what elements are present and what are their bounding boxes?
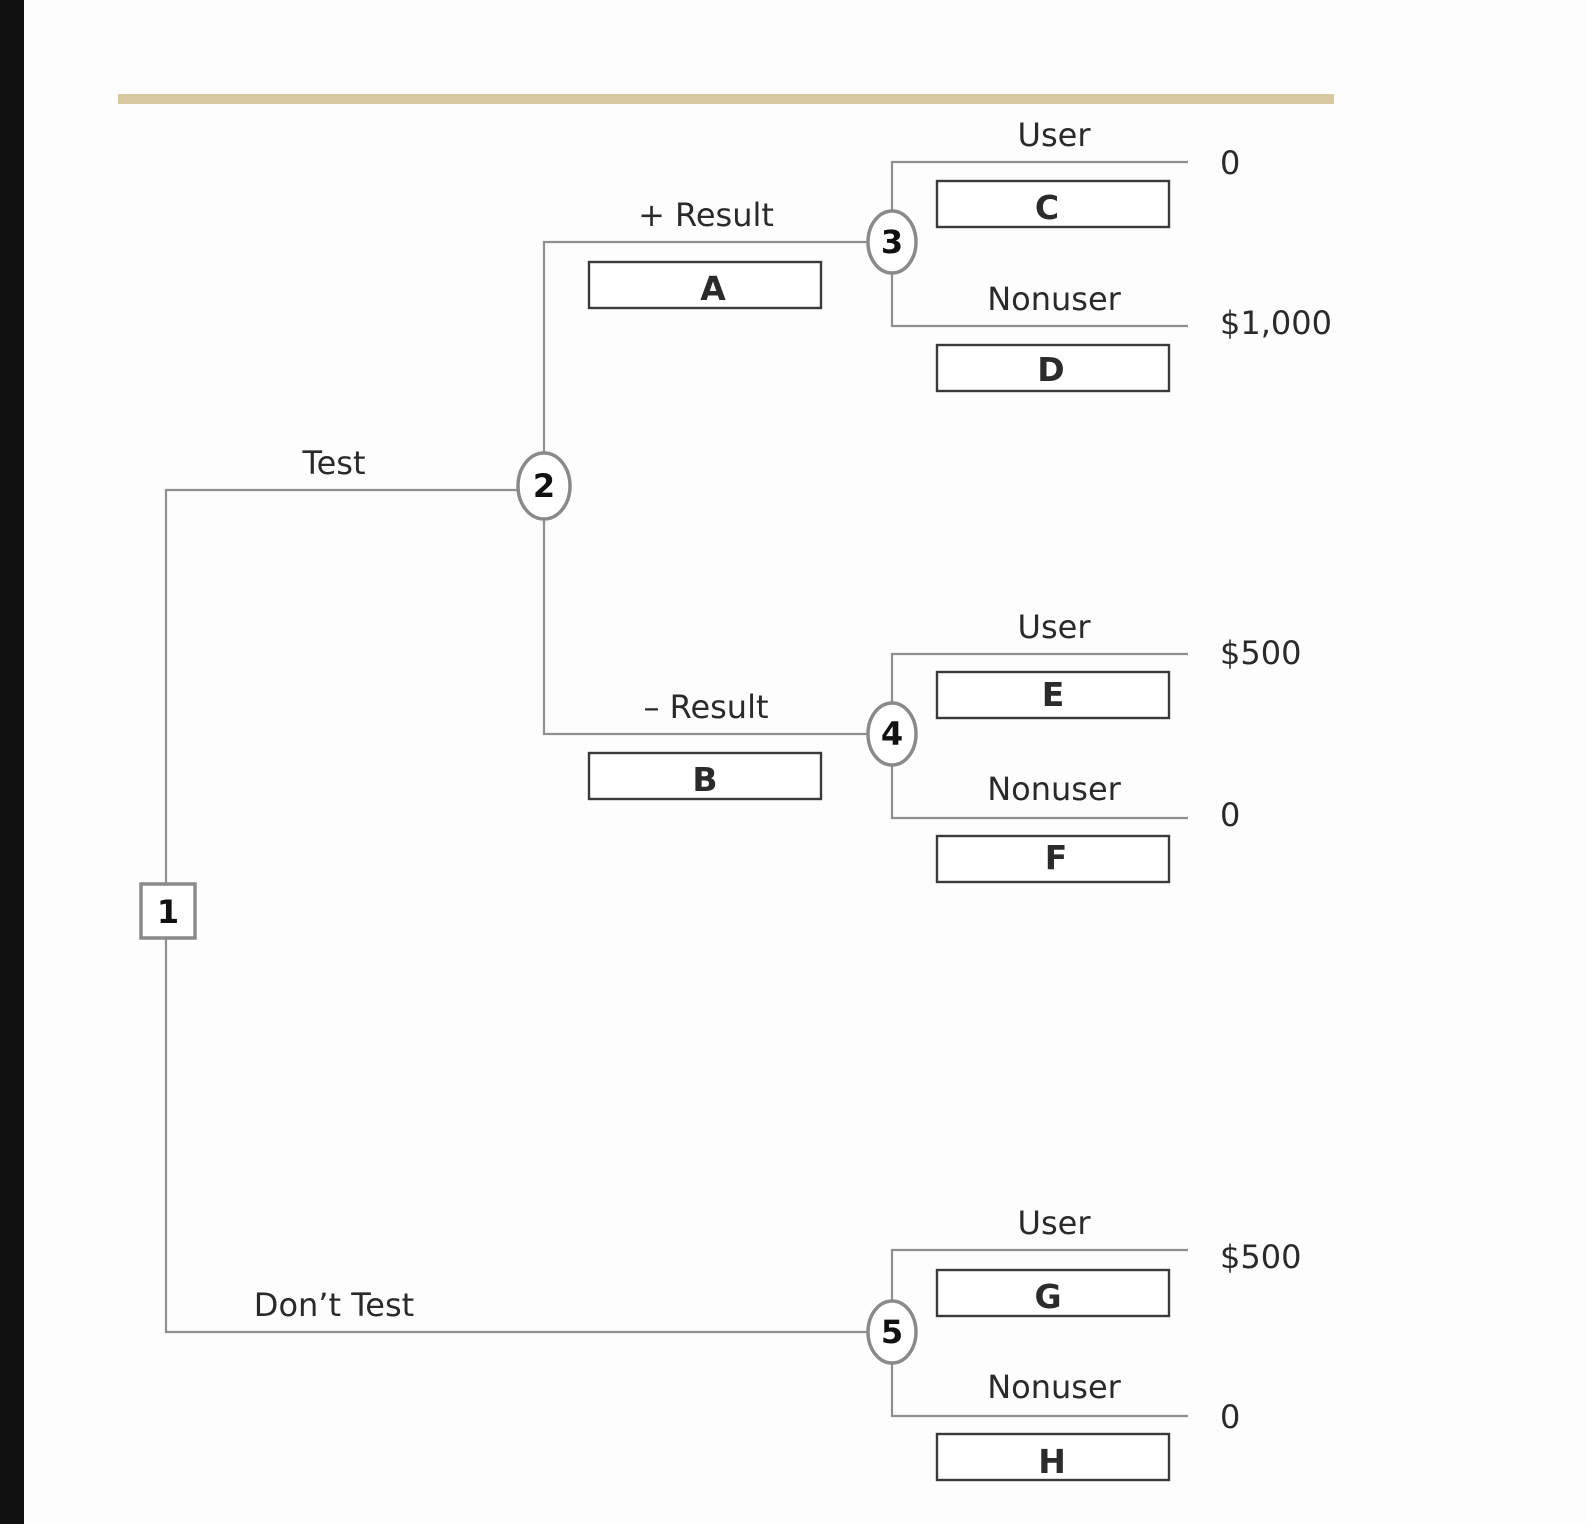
branch-label-plus-result: + Result xyxy=(638,196,774,234)
chance-node-number: 3 xyxy=(881,223,903,261)
answer-box-d-label: D xyxy=(1037,350,1064,389)
answer-box-h-label: H xyxy=(1038,1442,1066,1481)
line-1-to-test xyxy=(164,488,520,912)
answer-box-c[interactable]: C xyxy=(935,179,1171,229)
chance-node-number: 5 xyxy=(881,1313,903,1351)
chance-node-4: 4 xyxy=(866,701,918,767)
payoff-user-5: $500 xyxy=(1220,1238,1301,1276)
chance-node-3: 3 xyxy=(866,209,918,275)
left-edge-bar xyxy=(0,0,24,1524)
line-5-user xyxy=(890,1248,1188,1308)
answer-box-d-frame[interactable] xyxy=(935,343,1171,393)
answer-box-h[interactable]: H xyxy=(935,1432,1171,1482)
line-4-nonuser xyxy=(890,758,1188,820)
line-2-to-plus xyxy=(542,240,868,462)
chance-node-circle xyxy=(866,209,918,275)
decision-node-square xyxy=(139,882,197,940)
answer-box-d[interactable]: D xyxy=(935,343,1171,393)
answer-box-h-frame[interactable] xyxy=(935,1432,1171,1482)
branch-label-user-5: User xyxy=(1018,1204,1092,1242)
answer-box-g-frame[interactable] xyxy=(935,1268,1171,1318)
answer-box-e-frame[interactable] xyxy=(935,670,1171,720)
answer-box-g[interactable]: G xyxy=(935,1268,1171,1318)
answer-box-b[interactable]: B xyxy=(587,751,823,801)
line-5-nonuser xyxy=(890,1356,1188,1418)
line-1-to-dont-test xyxy=(164,912,868,1334)
chance-node-circle xyxy=(516,451,572,521)
answer-box-c-label: C xyxy=(1035,188,1059,227)
payoff-nonuser-4: 0 xyxy=(1220,796,1240,834)
answer-box-e-label: E xyxy=(1042,675,1065,714)
answer-box-g-label: G xyxy=(1034,1277,1061,1316)
branch-label-minus-result: – Result xyxy=(643,688,768,726)
answer-box-a[interactable]: A xyxy=(587,260,823,310)
answer-box-f-frame[interactable] xyxy=(935,834,1171,884)
branch-label-nonuser-3: Nonuser xyxy=(987,280,1121,318)
line-3-nonuser xyxy=(890,266,1188,328)
answer-box-b-frame[interactable] xyxy=(587,751,823,801)
branch-label-test: Test xyxy=(301,444,365,482)
chance-node-circle xyxy=(866,701,918,767)
answer-box-f[interactable]: F xyxy=(935,834,1171,884)
chance-node-circle xyxy=(866,1299,918,1365)
answer-box-b-label: B xyxy=(692,760,717,799)
line-2-to-minus xyxy=(542,512,868,736)
branch-label-dont-test: Don’t Test xyxy=(254,1286,414,1324)
answer-box-a-frame[interactable] xyxy=(587,260,823,310)
branch-label-user-4: User xyxy=(1018,608,1092,646)
answer-box-a-label: A xyxy=(700,269,726,308)
decision-node-number: 1 xyxy=(157,893,179,931)
payoff-user-4: $500 xyxy=(1220,634,1301,672)
payoff-nonuser-5: 0 xyxy=(1220,1398,1240,1436)
payoff-user-3: 0 xyxy=(1220,144,1240,182)
line-4-user xyxy=(890,652,1188,710)
branch-label-nonuser-5: Nonuser xyxy=(987,1368,1121,1406)
line-3-user xyxy=(890,160,1188,218)
answer-box-f-label: F xyxy=(1045,838,1068,877)
decision-node-1: 1 xyxy=(139,882,197,940)
chance-node-number: 4 xyxy=(881,715,903,753)
answer-box-e[interactable]: E xyxy=(935,670,1171,720)
branch-label-nonuser-4: Nonuser xyxy=(987,770,1121,808)
branch-label-user-3: User xyxy=(1018,116,1092,154)
answer-box-c-frame[interactable] xyxy=(935,179,1171,229)
header-rule xyxy=(118,94,1334,104)
chance-node-number: 2 xyxy=(533,467,555,505)
chance-node-5: 5 xyxy=(866,1299,918,1365)
payoff-nonuser-3: $1,000 xyxy=(1220,304,1332,342)
chance-node-2: 2 xyxy=(516,451,572,521)
tree-lines xyxy=(164,160,1188,1418)
